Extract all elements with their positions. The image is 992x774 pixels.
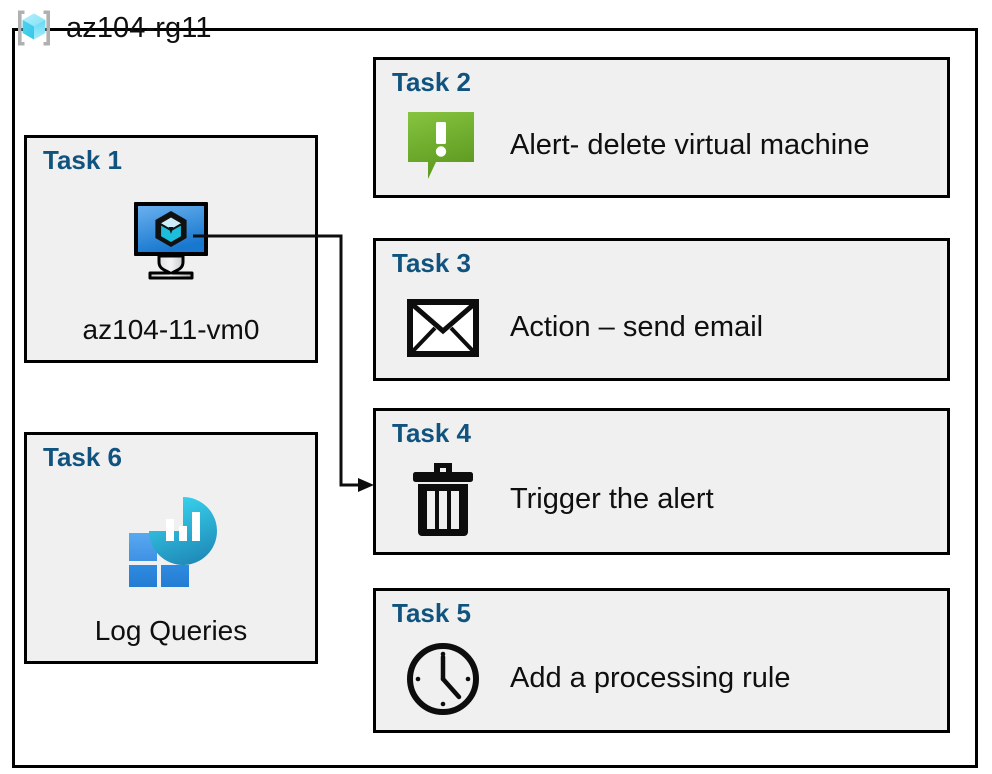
log-analytics-icon [27,489,315,589]
trash-can-icon [404,461,482,539]
task-card-title: Task 3 [392,248,472,278]
resource-group-container [12,28,978,768]
task-card-6[interactable]: Task 6 [24,432,318,664]
alert-bubble-icon [404,107,482,185]
task-card-label: az104-11-vm0 [82,314,260,345]
header-border-gap [39,49,287,71]
envelope-icon [404,289,482,367]
task-card-label: Trigger the alert [510,482,714,515]
resource-group-name: az104-rg11 [66,11,212,44]
task-card-title: Task 6 [43,442,123,472]
azure-resource-group-icon [12,6,56,50]
task-card-4[interactable]: Task 4 Trigger the alert [373,408,950,555]
task-card-3[interactable]: Task 3 Action – send email [373,238,950,381]
task-card-title: Task 2 [392,67,472,97]
task-card-5[interactable]: Task 5 Add a processing rule [373,588,950,733]
task-card-label: Add a processing rule [510,661,791,694]
clock-icon [404,640,482,718]
task-card-label: Alert- delete virtual machine [510,128,870,161]
task-card-label: Action – send email [510,310,764,343]
resource-group-header: az104-rg11 [12,2,212,54]
task-card-2[interactable]: Task 2 Alert- delete virtual machine [373,57,950,198]
task-card-1[interactable]: Task 1 [24,135,318,363]
virtual-machine-icon [27,192,315,292]
task-card-title: Task 1 [43,145,123,175]
task-card-title: Task 5 [392,598,472,628]
task-card-title: Task 4 [392,418,472,448]
task-card-label: Log Queries [94,615,248,646]
